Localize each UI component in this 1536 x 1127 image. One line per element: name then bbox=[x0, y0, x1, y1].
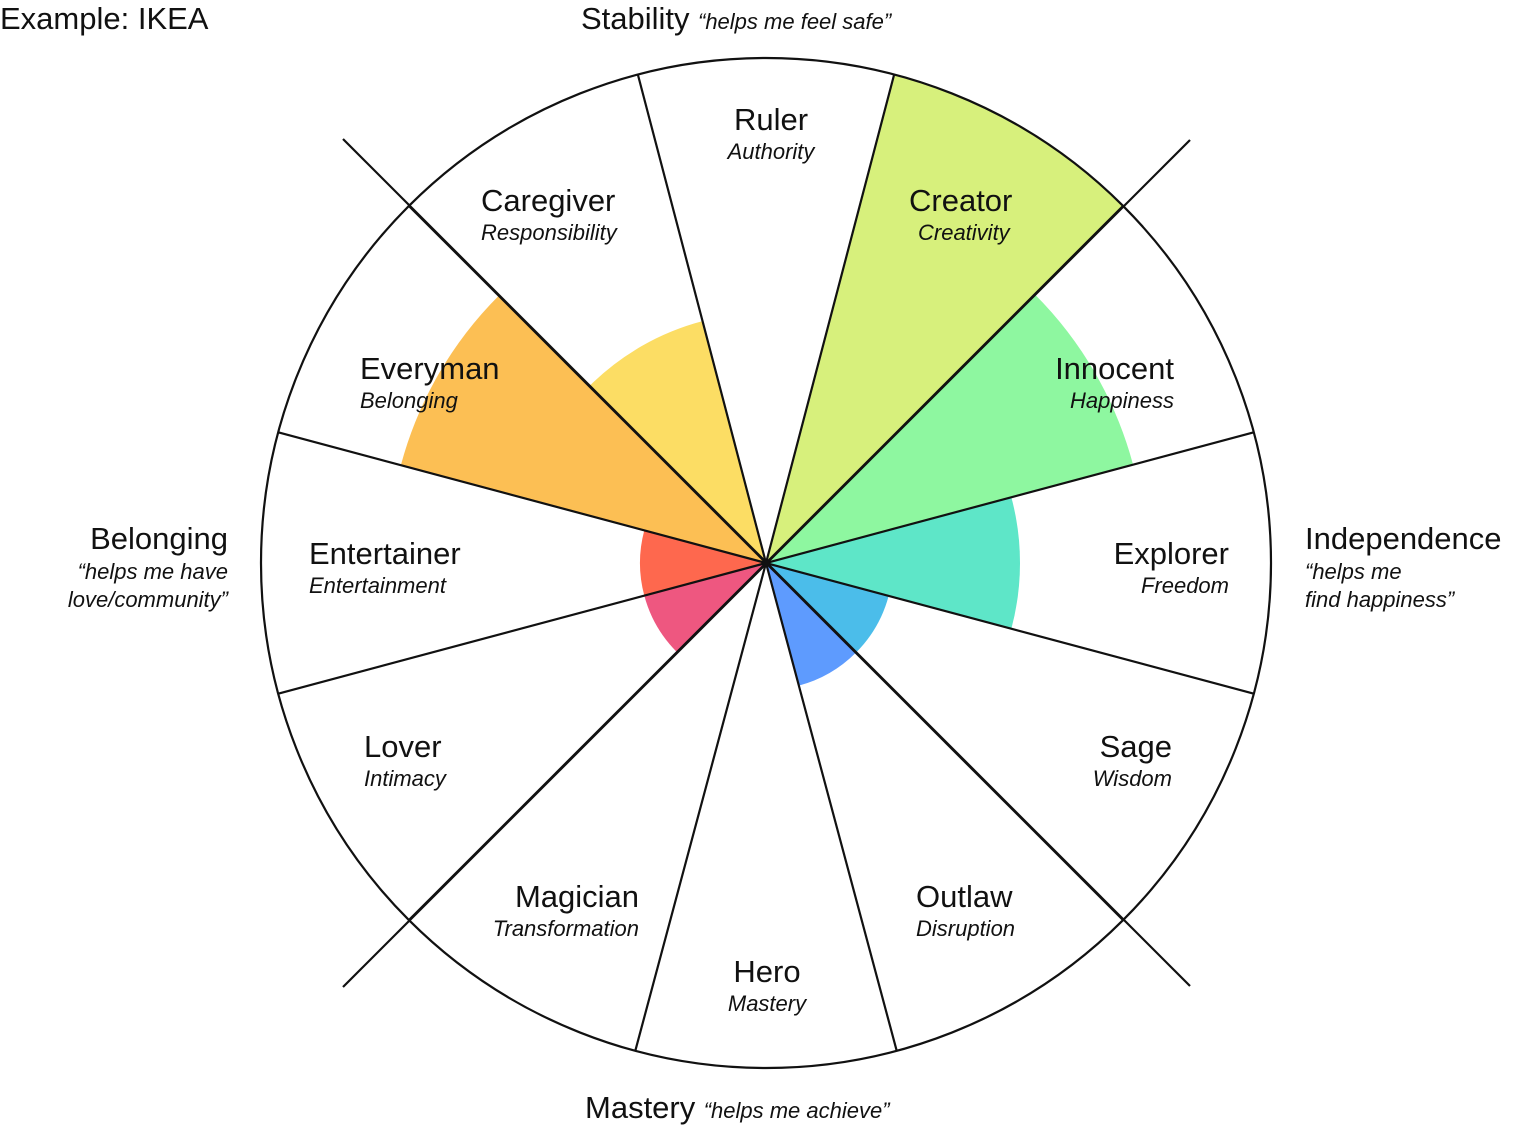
axis-quote-line1: “helps me have bbox=[77, 559, 228, 584]
archetype-name: Ruler bbox=[733, 102, 809, 137]
axis-name: Independence bbox=[1305, 521, 1502, 556]
archetype-trait: Intimacy bbox=[364, 766, 446, 791]
archetype-trait: Belonging bbox=[360, 388, 458, 413]
archetype-trait: Wisdom bbox=[1092, 766, 1172, 791]
archetype-name: Lover bbox=[364, 729, 442, 764]
archetype-name: Creator bbox=[909, 183, 1013, 218]
archetype-label-creator: Creator Creativity bbox=[909, 185, 1012, 244]
segment-divider bbox=[634, 562, 768, 1052]
wedge-sage bbox=[766, 563, 889, 653]
archetype-label-outlaw: Outlaw Disruption bbox=[916, 881, 1015, 940]
wedge-explorer bbox=[766, 497, 1020, 629]
axis-quote-line1: “helps me bbox=[1305, 559, 1402, 584]
archetype-trait: Entertainment bbox=[309, 573, 446, 598]
axis-label-independence: Independence “helps me find happiness” bbox=[1305, 523, 1502, 611]
archetype-name: Magician bbox=[514, 879, 639, 914]
wedge-innocent bbox=[766, 294, 1134, 563]
axis-name: Mastery bbox=[585, 1090, 696, 1125]
archetype-label-lover: Lover Intimacy bbox=[364, 731, 446, 790]
archetype-name: Hero bbox=[733, 954, 801, 989]
archetype-name: Explorer bbox=[1113, 536, 1229, 571]
archetype-trait: Freedom bbox=[1140, 573, 1229, 598]
archetype-name: Innocent bbox=[1055, 351, 1174, 386]
archetype-trait: Creativity bbox=[918, 220, 1010, 245]
archetype-label-magician: Magician Transformation bbox=[493, 881, 639, 940]
archetype-label-entertainer: Entertainer Entertainment bbox=[309, 538, 461, 597]
archetype-trait: Authority bbox=[727, 139, 815, 164]
archetype-trait: Transformation bbox=[492, 916, 639, 941]
archetype-name: Entertainer bbox=[309, 536, 461, 571]
segment-divider bbox=[765, 431, 1255, 565]
archetype-label-hero: Hero Mastery bbox=[728, 956, 806, 1015]
archetype-trait: Disruption bbox=[916, 916, 1016, 941]
archetype-label-ruler: Ruler Authority bbox=[728, 104, 815, 163]
segment-divider bbox=[765, 561, 1255, 695]
archetype-trait: Responsibility bbox=[481, 220, 617, 245]
archetype-trait: Mastery bbox=[727, 991, 807, 1016]
wedge-outlaw bbox=[766, 563, 856, 686]
archetype-label-sage: Sage Wisdom bbox=[1093, 731, 1172, 790]
wedge-creator bbox=[766, 74, 1124, 563]
archetype-name: Outlaw bbox=[916, 879, 1013, 914]
diagram-title: Example: IKEA bbox=[0, 1, 209, 36]
axis-quote: “helps me feel safe” bbox=[698, 9, 892, 34]
axis-label-stability: Stability “helps me feel safe” bbox=[581, 3, 891, 34]
axis-quote-line2: find happiness” bbox=[1305, 587, 1455, 612]
archetype-label-innocent: Innocent Happiness bbox=[1055, 353, 1174, 412]
segment-divider bbox=[277, 431, 767, 565]
wedge-caregiver bbox=[589, 321, 766, 563]
segment-divider bbox=[636, 74, 768, 564]
archetype-name: Sage bbox=[1099, 729, 1172, 764]
segment-divider bbox=[764, 74, 896, 564]
wedge-everyman bbox=[400, 295, 766, 563]
center-dot bbox=[762, 559, 770, 567]
archetype-label-explorer: Explorer Freedom bbox=[1114, 538, 1229, 597]
axis-quote: “helps me achieve” bbox=[703, 1098, 890, 1123]
archetype-name: Caregiver bbox=[481, 183, 616, 218]
axis-name: Stability bbox=[581, 1, 690, 36]
axis-name: Belonging bbox=[90, 521, 228, 556]
axis-label-belonging: Belonging “helps me have love/community” bbox=[0, 523, 228, 611]
axis-quote-line2: love/community” bbox=[67, 587, 228, 612]
segment-divider bbox=[764, 562, 898, 1052]
wheel-outline bbox=[259, 56, 1273, 1070]
archetype-label-everyman: Everyman Belonging bbox=[360, 353, 500, 412]
wedge-lover bbox=[644, 563, 766, 653]
axis-label-mastery: Mastery “helps me achieve” bbox=[585, 1092, 890, 1123]
archetype-label-caregiver: Caregiver Responsibility bbox=[481, 185, 617, 244]
archetype-name: Everyman bbox=[360, 351, 500, 386]
wedge-entertainer bbox=[640, 530, 766, 596]
segment-divider bbox=[277, 561, 767, 695]
archetype-trait: Happiness bbox=[1070, 388, 1174, 413]
archetype-fills bbox=[400, 74, 1134, 686]
